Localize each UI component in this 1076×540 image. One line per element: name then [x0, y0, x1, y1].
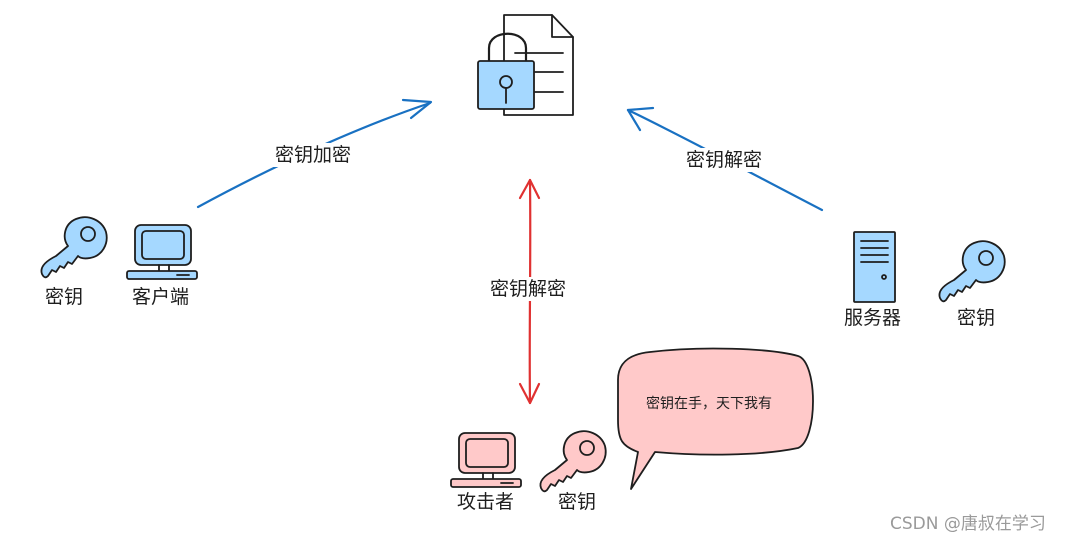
client-computer-icon: [126, 224, 198, 280]
server-icon: [853, 231, 896, 303]
client-key-icon: [40, 216, 108, 279]
server-label: 服务器: [844, 307, 902, 329]
attacker-key-icon: [539, 430, 607, 493]
locked-document-icon: [477, 14, 574, 116]
client-key-label: 密钥: [45, 286, 84, 308]
attacker-computer-icon: [450, 432, 522, 488]
client-label: 客户端: [132, 286, 190, 308]
speech-bubble: [617, 347, 814, 490]
decrypt-edge-server-label: 密钥解密: [683, 148, 766, 172]
bubble-text: 密钥在手，天下我有: [646, 396, 772, 412]
decrypt-edge-attacker-label: 密钥解密: [487, 277, 570, 301]
attacker-label: 攻击者: [457, 491, 515, 513]
server-key-icon: [938, 240, 1006, 303]
watermark: CSDN @唐叔在学习: [890, 514, 1046, 534]
server-key-label: 密钥: [957, 307, 996, 329]
encrypt-edge-label: 密钥加密: [272, 143, 355, 167]
attacker-key-label: 密钥: [558, 491, 597, 513]
